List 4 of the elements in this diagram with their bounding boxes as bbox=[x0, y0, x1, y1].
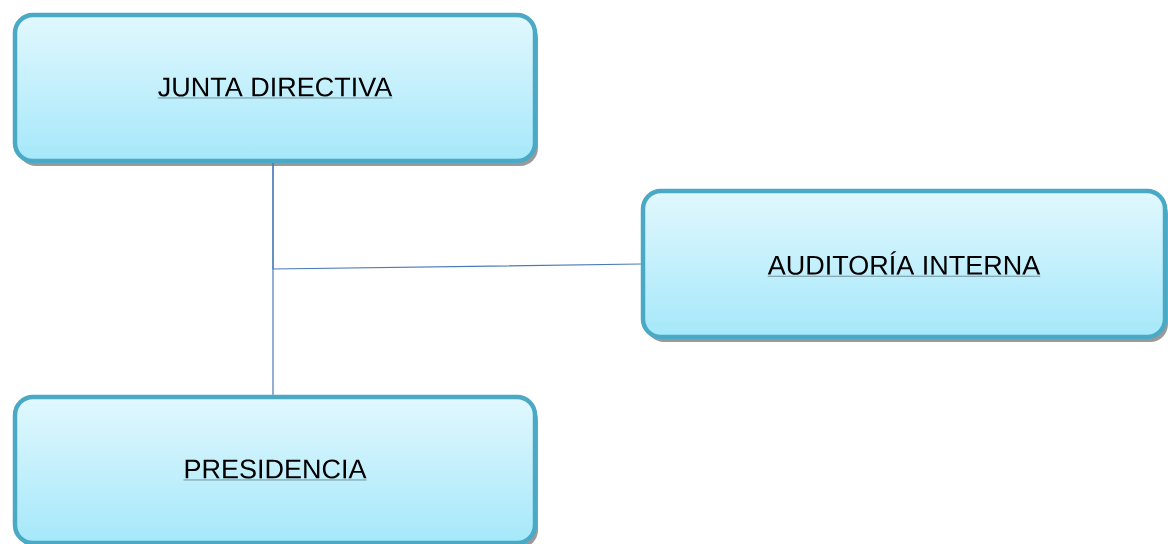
org-box: AUDITORÍA INTERNA bbox=[640, 188, 1168, 342]
org-box: PRESIDENCIA bbox=[12, 394, 538, 544]
connector-line bbox=[272, 162, 642, 270]
org-box: JUNTA DIRECTIVA bbox=[12, 12, 538, 166]
